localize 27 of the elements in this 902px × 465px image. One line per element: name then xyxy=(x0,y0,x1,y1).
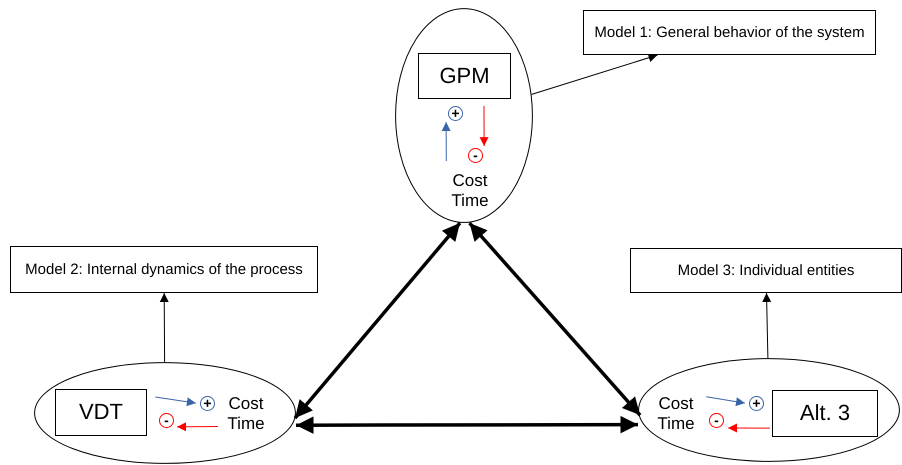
arrow xyxy=(762,292,772,358)
double-arrow xyxy=(296,416,638,434)
minus-sign: - xyxy=(709,413,724,428)
label-box: Model 3: Individual entities xyxy=(630,248,902,293)
label-box: VDT xyxy=(55,389,147,436)
label-box: Alt. 3 xyxy=(772,390,878,437)
label-box: Model 1: General behavior of the system xyxy=(583,10,876,55)
minus-sign: - xyxy=(468,148,483,163)
arrow xyxy=(154,396,196,406)
node-label: Cost Time xyxy=(650,388,702,440)
plus-sign: + xyxy=(448,106,463,121)
arrow xyxy=(728,424,770,433)
label-box: Model 2: Internal dynamics of the process xyxy=(10,246,318,293)
arrow xyxy=(480,105,489,147)
minus-sign: - xyxy=(159,413,174,428)
plus-sign: + xyxy=(200,396,215,411)
node-label: Cost Time xyxy=(220,388,272,440)
arrow xyxy=(442,122,451,162)
node-label: Cost Time xyxy=(438,166,502,216)
arrow xyxy=(160,292,169,362)
arrow xyxy=(531,53,658,95)
double-arrow xyxy=(468,222,642,416)
plus-sign: + xyxy=(749,396,764,411)
double-arrow xyxy=(294,222,462,420)
label-box: GPM xyxy=(418,53,511,99)
arrow xyxy=(176,422,218,432)
arrow xyxy=(706,396,746,406)
